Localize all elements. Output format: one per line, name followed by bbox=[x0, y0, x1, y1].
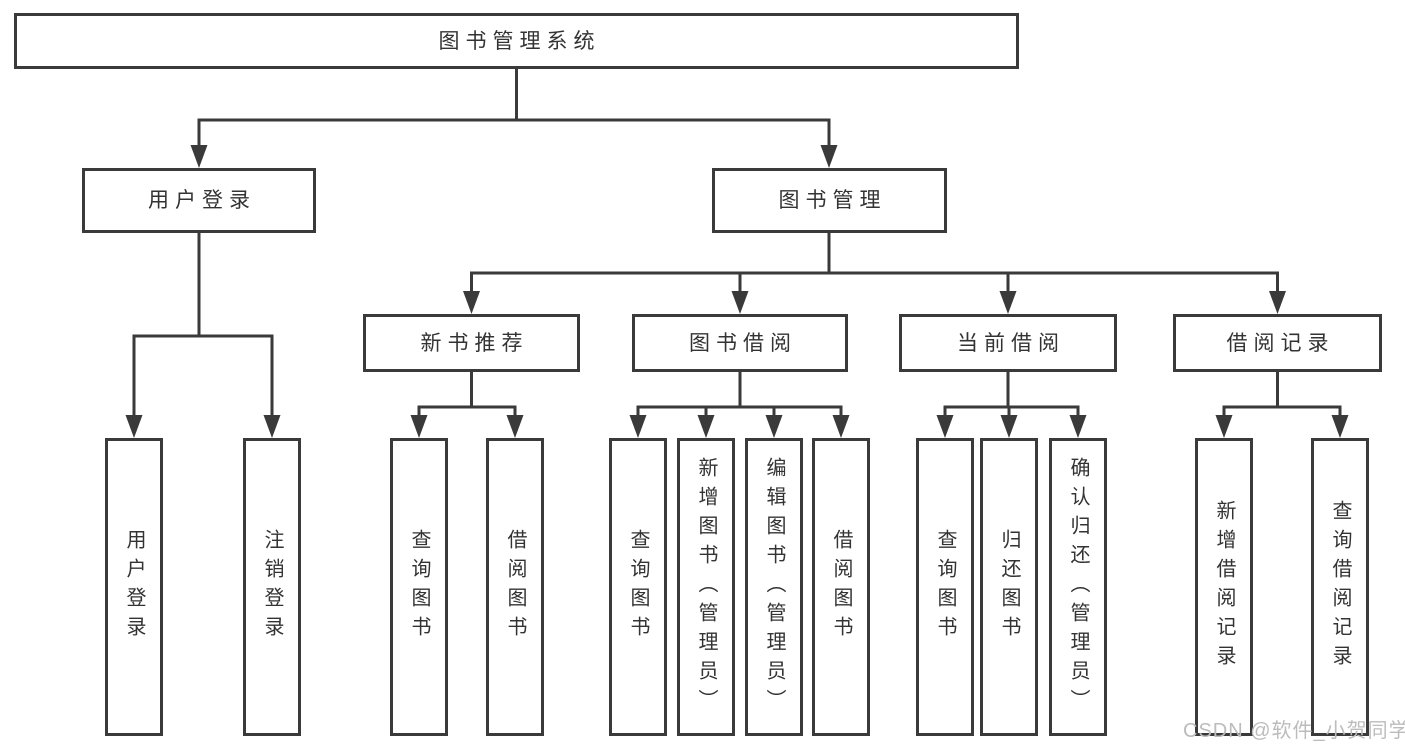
node-borrowing-records: 借阅记录 bbox=[1173, 314, 1382, 372]
leaf-records-add-record: 新增借阅记录 bbox=[1195, 438, 1253, 736]
leaf-borrow-add-books-admin: 新增图书（管理员） bbox=[677, 438, 735, 736]
node-library-management-system: 图书管理系统 bbox=[14, 13, 1019, 69]
node-new-book-recommendation: 新书推荐 bbox=[363, 314, 580, 372]
node-label: 图书管理系统 bbox=[438, 29, 601, 53]
node-label: 当前借阅 bbox=[957, 331, 1065, 355]
leaf-current-query-books: 查询图书 bbox=[916, 438, 974, 736]
node-label: 新书推荐 bbox=[420, 331, 529, 355]
node-label: 图书借阅 bbox=[689, 331, 797, 355]
node-label: 借阅记录 bbox=[1226, 331, 1335, 355]
leaf-current-return-books: 归还图书 bbox=[980, 438, 1038, 736]
leaf-newbook-query-books: 查询图书 bbox=[390, 438, 448, 736]
node-label: 用户登录 bbox=[148, 189, 256, 212]
csdn-watermark: CSDN @软件_小贺同学 bbox=[1183, 720, 1405, 742]
leaf-newbook-borrow-books: 借阅图书 bbox=[486, 438, 544, 736]
node-user-login: 用户登录 bbox=[82, 168, 316, 233]
leaf-user-login: 用户登录 bbox=[105, 438, 163, 736]
leaf-borrow-query-books: 查询图书 bbox=[609, 438, 667, 736]
leaf-logout: 注销登录 bbox=[243, 438, 301, 736]
leaf-records-query-record: 查询借阅记录 bbox=[1311, 438, 1369, 736]
node-book-management: 图书管理 bbox=[712, 168, 947, 233]
leaf-borrow-borrow-books: 借阅图书 bbox=[812, 438, 870, 736]
leaf-current-confirm-return-admin: 确认归还（管理员） bbox=[1049, 438, 1107, 736]
node-book-borrowing: 图书借阅 bbox=[632, 314, 848, 372]
leaf-borrow-edit-books-admin: 编辑图书（管理员） bbox=[745, 438, 803, 736]
node-label: 图书管理 bbox=[778, 189, 887, 212]
node-current-borrowing: 当前借阅 bbox=[899, 314, 1117, 372]
